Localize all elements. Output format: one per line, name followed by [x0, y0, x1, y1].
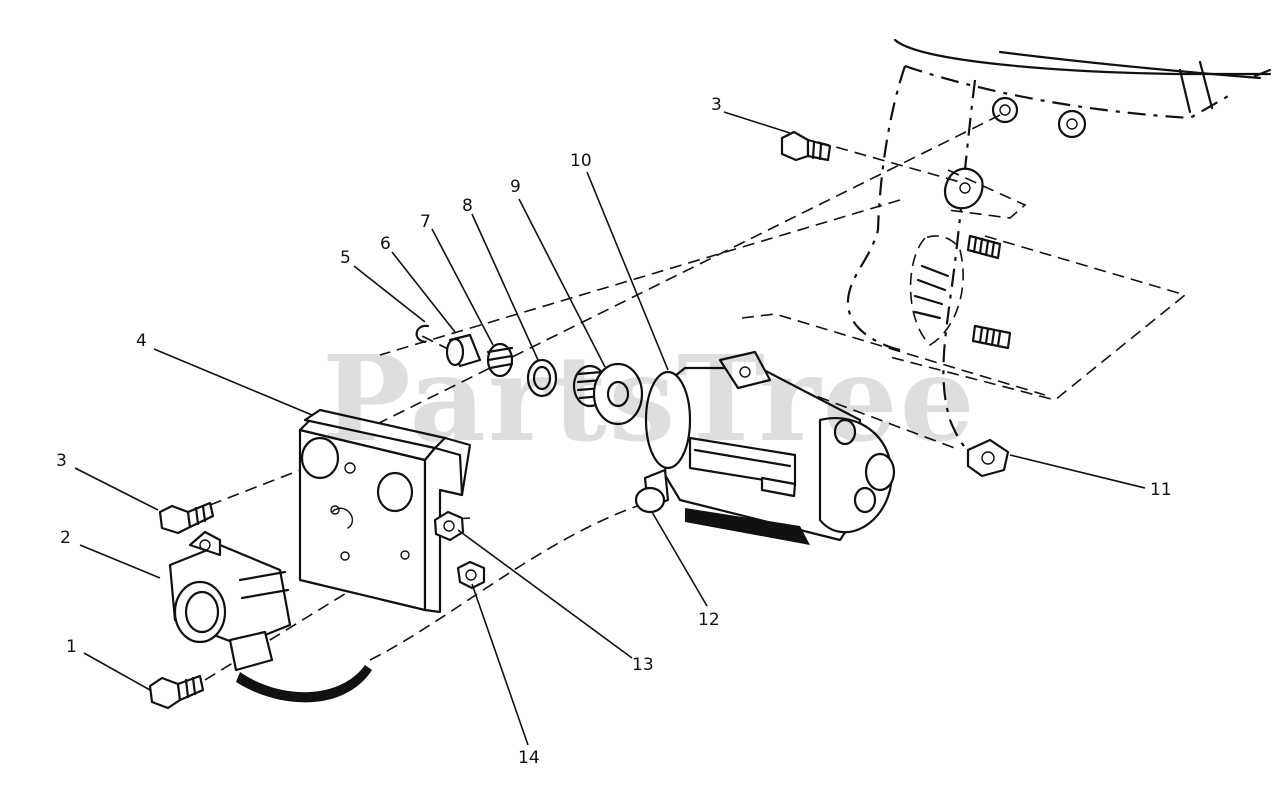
callout-9: 9	[510, 177, 521, 197]
bolt-3-upper	[780, 130, 832, 162]
callout-8: 8	[462, 196, 473, 216]
callout-6: 6	[380, 234, 391, 254]
callout-13: 13	[632, 655, 654, 675]
mounting-bracket	[298, 408, 472, 614]
callout-4: 4	[136, 331, 147, 351]
callout-5: 5	[340, 248, 351, 268]
spring	[486, 342, 514, 378]
callout-labels: 1 2 3 3 4 5 6 7 8 9 10 11 12 13 14	[56, 95, 1172, 768]
callout-11: 11	[1150, 480, 1172, 500]
leader-lines	[74, 111, 1146, 746]
callout-3-lower: 3	[56, 451, 67, 471]
starter-motor	[634, 350, 896, 545]
callout-7: 7	[420, 212, 431, 232]
callout-12: 12	[698, 610, 720, 630]
watermark: PartsTree	[322, 329, 977, 468]
nut-13	[433, 510, 465, 542]
bolt-1	[148, 674, 205, 710]
starter-solenoid	[168, 530, 372, 703]
alignment-lines	[204, 114, 1187, 681]
callout-10: 10	[570, 151, 592, 171]
callout-3-upper: 3	[711, 95, 722, 115]
nut-14	[456, 560, 486, 590]
spring-retainer	[526, 358, 558, 398]
engine-housing	[846, 38, 1272, 478]
stop-collar	[445, 333, 482, 368]
bolt-3-lower	[158, 501, 215, 535]
callout-1: 1	[66, 637, 77, 657]
callout-2: 2	[60, 528, 71, 548]
retaining-ring	[415, 324, 430, 344]
drive-gear	[572, 362, 644, 426]
callout-14: 14	[518, 748, 540, 768]
